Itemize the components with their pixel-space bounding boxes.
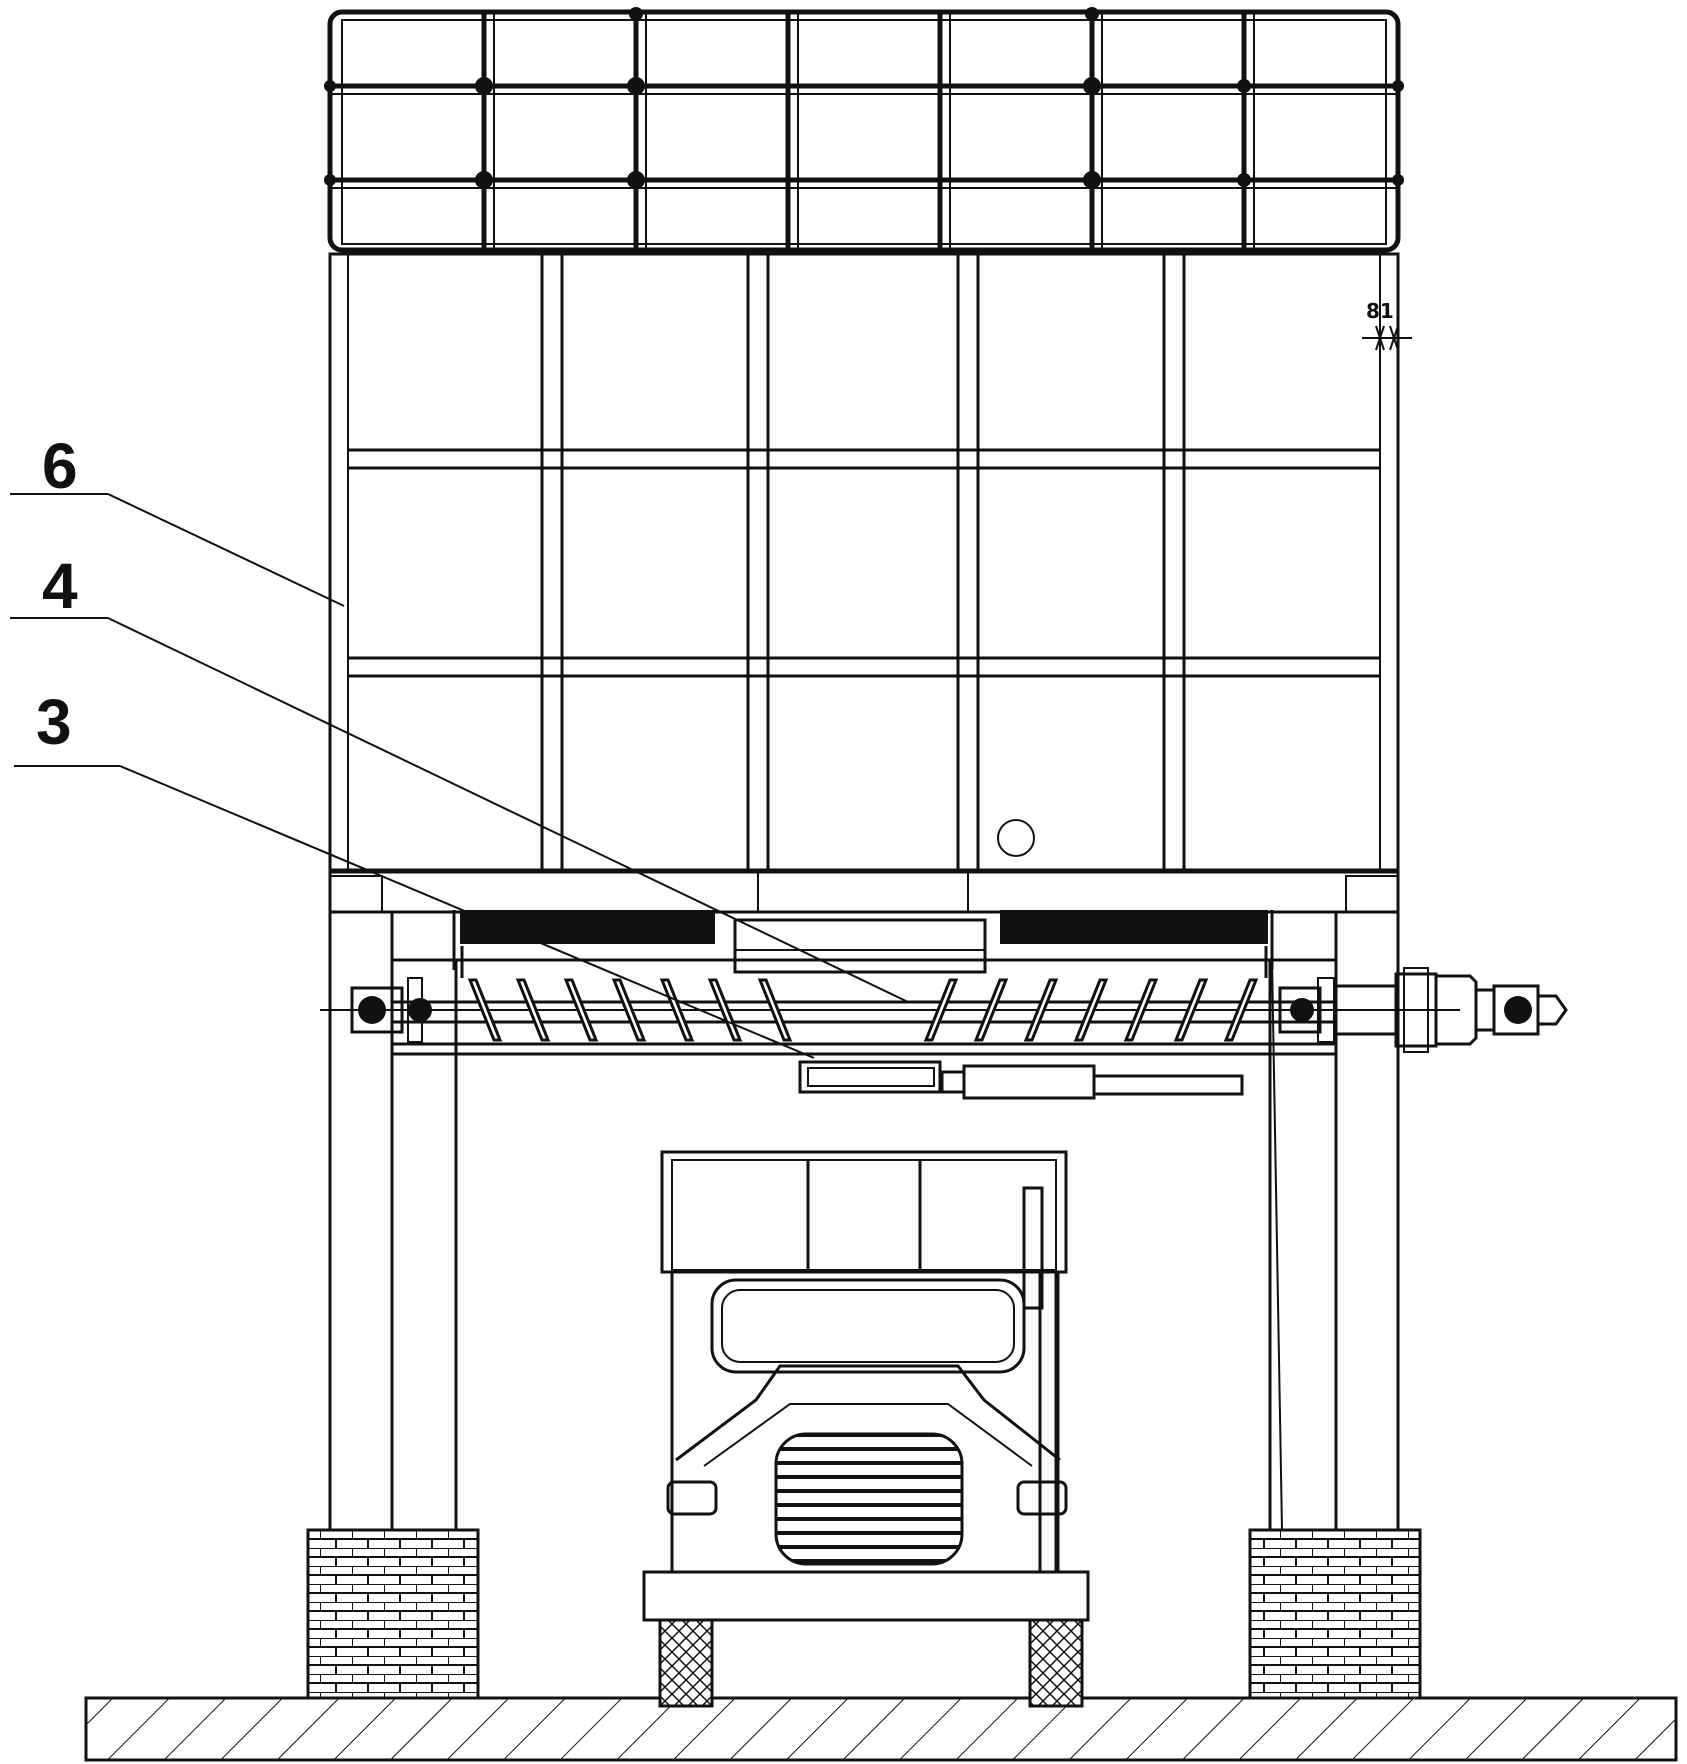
svg-text:81: 81 [1366, 299, 1394, 323]
concrete-slab [84, 1696, 1678, 1762]
small-mark: 81 [1362, 299, 1412, 351]
callout-leaders [10, 493, 909, 1059]
support-columns [328, 912, 1400, 1531]
inspection-port [997, 819, 1035, 857]
bin-rails [348, 448, 1380, 678]
screw-conveyor [320, 967, 1568, 1056]
callout-labels: 6 4 3 [36, 430, 78, 758]
bearing-right [1278, 977, 1335, 1043]
callout-4: 4 [42, 550, 78, 622]
storage-bin [328, 252, 1400, 872]
brick-piers [306, 1528, 1422, 1700]
truck [642, 1150, 1090, 1708]
grid-posts [481, 12, 1255, 250]
callout-6: 6 [42, 430, 78, 502]
bin-posts [540, 254, 1186, 870]
grid-nodes [324, 7, 1404, 189]
actuator-cylinder [798, 1053, 1244, 1100]
drive-motor [1334, 967, 1568, 1053]
upper-grid-frame [324, 7, 1404, 253]
bearing-left [350, 977, 432, 1043]
discharge-gate [452, 910, 1274, 978]
callout-3: 3 [36, 686, 72, 758]
